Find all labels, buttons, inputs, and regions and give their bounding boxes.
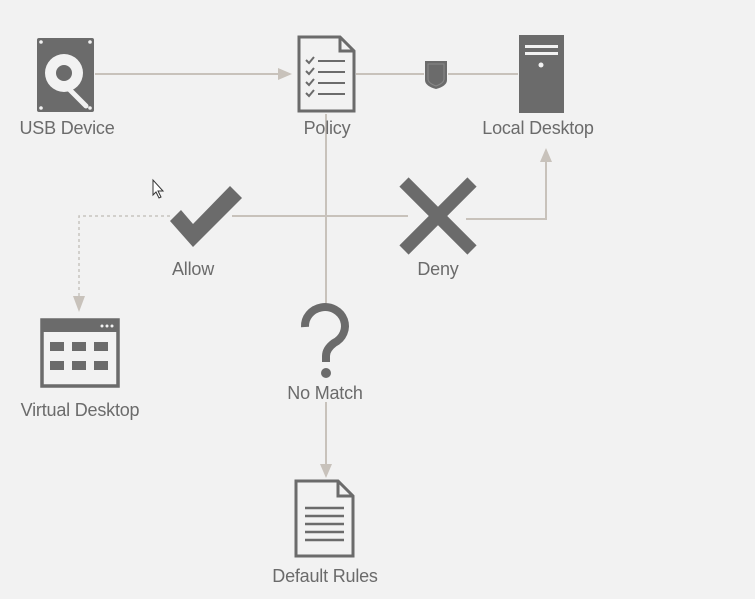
arrowhead-virtual — [73, 296, 85, 312]
usb-drive-icon — [37, 38, 94, 112]
local-desktop-label: Local Desktop — [482, 118, 594, 138]
checkmark-icon — [170, 186, 242, 247]
shield-icon — [425, 61, 447, 89]
allow-label: Allow — [171, 259, 215, 279]
virtual-desktop-label: Virtual Desktop — [20, 400, 140, 420]
connector-deny-to-local — [466, 148, 552, 220]
usb-device-label: USB Device — [19, 118, 115, 138]
app-grid-window-icon — [40, 318, 120, 388]
default-rules-label: Default Rules — [272, 566, 378, 586]
question-mark-icon — [300, 303, 349, 378]
connectors — [95, 68, 552, 478]
no-match-label: No Match — [287, 383, 363, 403]
connector-allow-to-virtual — [78, 215, 170, 298]
policy-label: Policy — [303, 118, 351, 138]
tower-server-icon — [519, 35, 564, 113]
cross-icon — [399, 177, 477, 255]
document-icon — [294, 479, 355, 558]
deny-label: Deny — [417, 259, 459, 279]
mouse-cursor-icon — [152, 178, 165, 199]
document-checklist-icon — [297, 35, 356, 113]
